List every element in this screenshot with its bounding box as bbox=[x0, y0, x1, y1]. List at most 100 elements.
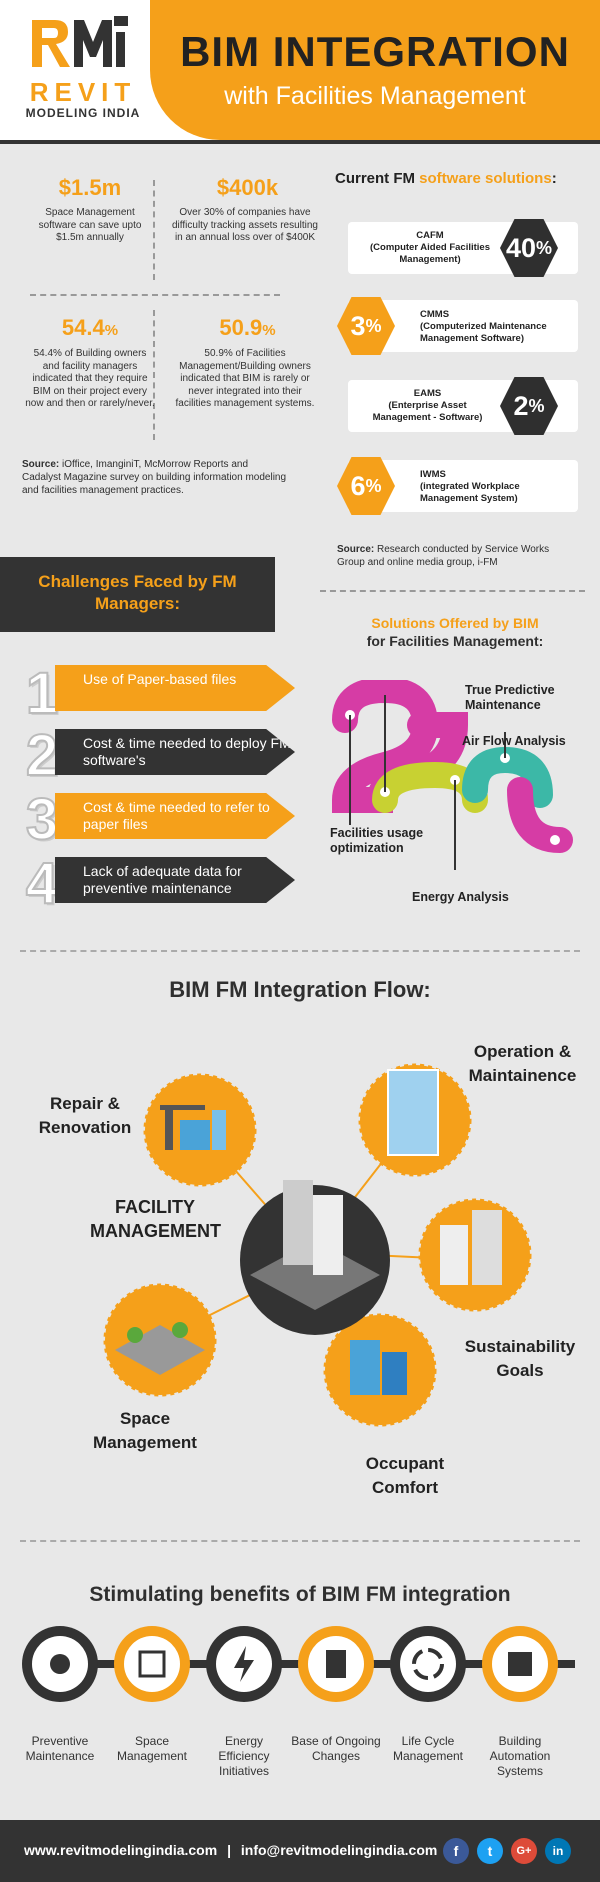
solutions-title-highlight: Solutions Offered by BIM bbox=[371, 615, 539, 631]
solutions-title-text: for Facilities Management: bbox=[366, 633, 544, 649]
fm-desc: (Computer Aided Facilities Management) bbox=[370, 242, 490, 265]
facility-center-icon bbox=[240, 1180, 390, 1335]
percent-unit: % bbox=[536, 237, 553, 258]
twitter-icon[interactable]: t bbox=[477, 1838, 503, 1864]
facebook-icon[interactable]: f bbox=[443, 1838, 469, 1864]
footer: www.revitmodelingindia.com | info@revitm… bbox=[0, 1820, 600, 1882]
footer-divider: | bbox=[227, 1842, 231, 1858]
stat-text: 50.9% of Facilities Management/Building … bbox=[175, 348, 315, 409]
header-divider bbox=[0, 140, 600, 144]
fm-card-text: IWMS(integrated Workplace Management Sys… bbox=[420, 469, 575, 505]
solution-label: True Predictive Maintenance bbox=[465, 683, 555, 712]
title-highlight: software solutions bbox=[419, 170, 552, 187]
fm-name: EAMS bbox=[413, 388, 442, 399]
fm-name: IWMS bbox=[420, 469, 446, 480]
stat-text: Over 30% of companies have difficulty tr… bbox=[172, 207, 318, 243]
fm-solutions-title: Current FM software solutions: bbox=[335, 170, 595, 187]
benefit-label: Life Cycle Management bbox=[392, 1734, 464, 1763]
benefit-label: Building Automation Systems bbox=[489, 1734, 551, 1778]
automation-icon bbox=[482, 1626, 558, 1702]
flow-node-label: Operation & Maintainence bbox=[468, 1042, 577, 1085]
challenge-number: 2 bbox=[25, 722, 59, 789]
header-banner bbox=[150, 0, 600, 140]
stat-number: 50.9 bbox=[219, 315, 263, 340]
challenge-item: Cost & time needed to deploy FM software… bbox=[55, 729, 295, 775]
source-text: Research conducted by Service Works Grou… bbox=[337, 544, 550, 568]
stat-value: 54.4% bbox=[30, 315, 150, 341]
fm-desc: (integrated Workplace Management System) bbox=[420, 481, 520, 504]
flow-title: BIM FM Integration Flow: bbox=[169, 977, 431, 1002]
percent-value: 40 bbox=[505, 232, 537, 263]
stats-source: Source: iOffice, ImanginiT, McMorrow Rep… bbox=[22, 458, 287, 497]
stat-unit: % bbox=[104, 322, 119, 339]
fm-name: CAFM bbox=[416, 230, 444, 241]
challenge-item: Cost & time needed to refer to paper fil… bbox=[55, 793, 295, 839]
stat-value: $1.5m bbox=[58, 175, 122, 200]
operation-icon bbox=[358, 1063, 472, 1177]
fm-name: CMMS bbox=[420, 309, 450, 320]
solution-label: Air Flow Analysis bbox=[462, 734, 566, 748]
percent-value: 2 bbox=[513, 390, 529, 421]
benefits-icons bbox=[22, 1626, 558, 1702]
flow-node-label: Occupant Comfort bbox=[365, 1454, 445, 1497]
preventive-icon bbox=[22, 1626, 98, 1702]
sustainability-icon bbox=[418, 1198, 532, 1312]
source-text: iOffice, ImanginiT, McMorrow Reports and… bbox=[22, 459, 287, 496]
percent-unit: % bbox=[365, 475, 382, 496]
google-plus-icon[interactable]: G+ bbox=[511, 1838, 537, 1864]
stat-text: 54.4% of Building owners and facility ma… bbox=[25, 348, 155, 409]
solution-label: Energy Analysis bbox=[412, 890, 509, 904]
logo-name: REVIT bbox=[29, 77, 137, 107]
divider bbox=[30, 294, 280, 296]
page-title: BIM INTEGRATION bbox=[180, 28, 570, 75]
percent-unit: % bbox=[528, 395, 545, 416]
divider bbox=[20, 1540, 580, 1542]
challenge-item: Lack of adequate data for preventive mai… bbox=[55, 857, 295, 903]
percent-value: 3 bbox=[350, 310, 366, 341]
divider bbox=[320, 590, 585, 592]
building-icon bbox=[298, 1626, 374, 1702]
challenge-number: 3 bbox=[25, 786, 59, 853]
flow-node-label: Space Management bbox=[93, 1409, 197, 1452]
space-icon bbox=[103, 1283, 217, 1397]
fm-card-text: EAMS(Enterprise Asset Management - Softw… bbox=[360, 388, 495, 424]
benefit-label: Base of Ongoing Changes bbox=[291, 1734, 381, 1763]
logo: REVIT MODELING INDIA bbox=[18, 78, 148, 120]
flow-node-label: Sustainability Goals bbox=[464, 1337, 576, 1380]
linkedin-icon[interactable]: in bbox=[545, 1838, 571, 1864]
percent-value: 6 bbox=[350, 470, 366, 501]
logo-subtitle: MODELING INDIA bbox=[25, 106, 141, 120]
cycle-icon bbox=[390, 1626, 466, 1702]
benefit-label: Preventive Maintenance bbox=[25, 1734, 95, 1763]
page-subtitle: with Facilities Management bbox=[224, 82, 526, 110]
occupant-icon bbox=[323, 1313, 437, 1427]
stat-value: $400k bbox=[216, 175, 279, 200]
fm-source: Source: Research conducted by Service Wo… bbox=[337, 543, 577, 569]
repair-icon bbox=[143, 1073, 257, 1187]
title-part: Current FM bbox=[335, 170, 420, 187]
challenge-number: 4 bbox=[25, 850, 59, 917]
flow-center-label: FACILITY MANAGEMENT bbox=[90, 1197, 221, 1241]
flow-diagram bbox=[103, 1063, 532, 1427]
stat-text: Space Management software can save upto … bbox=[38, 207, 142, 243]
divider bbox=[20, 950, 580, 952]
fm-desc: (Enterprise Asset Management - Software) bbox=[372, 400, 483, 423]
percent-unit: % bbox=[365, 315, 382, 336]
stat-value: 50.9% bbox=[180, 315, 315, 341]
fm-card-text: CAFM(Computer Aided Facilities Managemen… bbox=[365, 230, 495, 266]
benefits-title: Stimulating benefits of BIM FM integrati… bbox=[89, 1583, 511, 1606]
challenge-item: Use of Paper-based files bbox=[55, 665, 295, 711]
flow-node-label: Repair & Renovation bbox=[38, 1094, 132, 1137]
benefit-label: Energy Efficiency Initiatives bbox=[218, 1734, 270, 1778]
solutions-title: Solutions Offered by BIM for Facilities M… bbox=[325, 614, 585, 650]
challenge-number: 1 bbox=[25, 660, 59, 727]
email-link[interactable]: info@revitmodelingindia.com bbox=[240, 1842, 438, 1858]
challenges-title: Challenges Faced by FM Managers: bbox=[0, 557, 275, 632]
solutions-ribbon-icon bbox=[331, 680, 573, 870]
website-link[interactable]: www.revitmodelingindia.com bbox=[24, 1842, 218, 1858]
fm-desc: (Computerized Maintenance Management Sof… bbox=[420, 321, 547, 344]
benefit-label: Space Management bbox=[116, 1734, 188, 1763]
fm-card-text: CMMS(Computerized Maintenance Management… bbox=[420, 309, 575, 345]
stat-unit: % bbox=[262, 322, 276, 339]
logo-icon bbox=[32, 16, 128, 67]
